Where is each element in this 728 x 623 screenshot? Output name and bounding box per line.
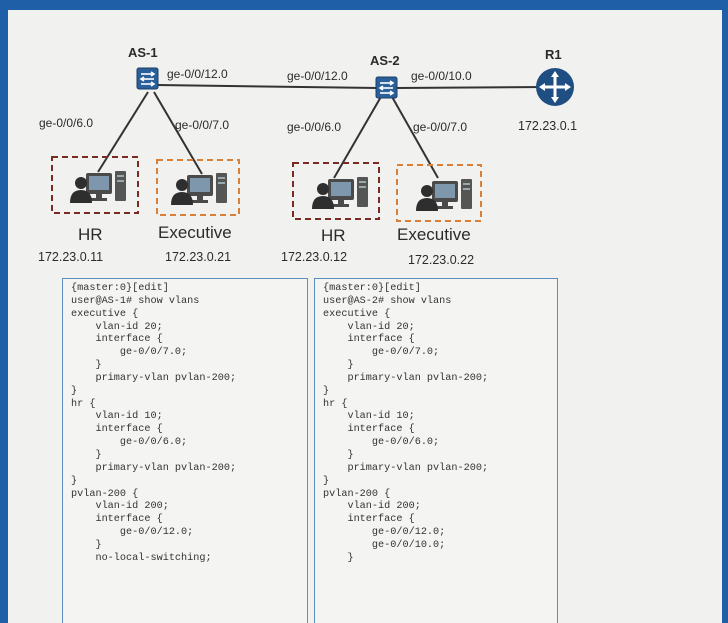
port-label: ge-0/0/7.0 (175, 118, 229, 132)
executive-workstation-icon (416, 179, 472, 211)
host-ip: 172.23.0.21 (165, 250, 231, 264)
port-label: ge-0/0/10.0 (411, 69, 472, 83)
hr-workstation-icon (70, 171, 126, 203)
port-label: ge-0/0/12.0 (287, 69, 348, 83)
host-label: Executive (397, 225, 471, 244)
hr-workstation-icon (312, 177, 368, 209)
window-top-border (0, 0, 728, 10)
host-ip: 172.23.0.11 (38, 250, 103, 264)
as1-label: AS-1 (128, 45, 158, 60)
host-ip: 172.23.0.22 (408, 253, 474, 267)
host-ip: 172.23.0.12 (281, 250, 347, 264)
switch-as1-icon (136, 67, 159, 90)
as1-vlan-config-panel: {master:0}[edit] user@AS-1# show vlans e… (62, 278, 308, 623)
host-label: HR (321, 226, 346, 245)
port-label: ge-0/0/12.0 (167, 67, 228, 81)
network-diagram: AS-1 AS-2 R1 172.23.0.1 ge-0/0/12.0 ge-0… (38, 45, 577, 267)
port-label: ge-0/0/6.0 (39, 116, 93, 130)
link-as1-as2 (156, 84, 379, 89)
r1-label: R1 (545, 47, 562, 62)
r1-ip: 172.23.0.1 (518, 119, 577, 133)
host-label: Executive (158, 223, 232, 242)
switch-as2-icon (375, 76, 398, 99)
executive-group-box-as1 (156, 159, 240, 216)
as2-vlan-config-panel: {master:0}[edit] user@AS-2# show vlans e… (314, 278, 558, 623)
hr-group-box-as2 (292, 162, 380, 220)
port-label: ge-0/0/7.0 (413, 120, 467, 134)
executive-workstation-icon (171, 173, 227, 205)
link-as1-hr (97, 91, 149, 173)
host-label: HR (78, 225, 103, 244)
executive-group-box-as2 (396, 164, 482, 222)
as2-config-text: {master:0}[edit] user@AS-2# show vlans e… (323, 283, 489, 564)
link-as2-r1 (395, 86, 549, 89)
hr-group-box-as1 (51, 156, 139, 214)
link-as1-exec (153, 91, 203, 175)
as2-label: AS-2 (370, 53, 400, 68)
router-r1-icon (536, 68, 574, 106)
link-as2-hr (333, 94, 383, 179)
diagram-frame: AS-1 AS-2 R1 172.23.0.1 ge-0/0/12.0 ge-0… (8, 10, 722, 623)
as1-config-text: {master:0}[edit] user@AS-1# show vlans e… (71, 283, 237, 564)
port-label: ge-0/0/6.0 (287, 120, 341, 134)
